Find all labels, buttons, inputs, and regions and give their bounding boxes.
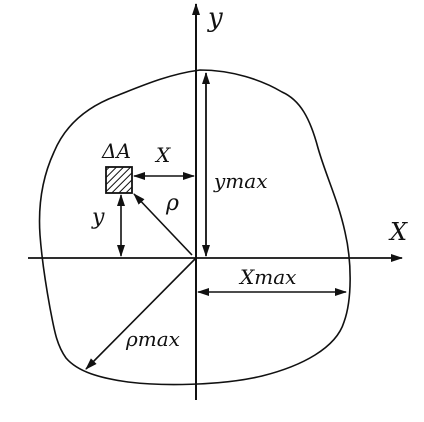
xmax-label: Xmax xyxy=(238,265,296,289)
y-distance-label: y xyxy=(91,205,105,230)
rho-label: ρ xyxy=(165,191,179,216)
rhomax-label: ρmax xyxy=(125,327,180,351)
rho-arrow xyxy=(133,193,193,256)
ymax-label: ymax xyxy=(213,169,267,193)
x-distance-label: X xyxy=(154,143,171,167)
x-axis-label: X xyxy=(388,218,408,246)
element-area-square xyxy=(105,166,133,194)
section-outline xyxy=(38,69,351,386)
y-axis-label: y xyxy=(207,3,223,33)
rhomax-arrow xyxy=(85,257,197,370)
area-label: ΔA xyxy=(101,139,131,163)
